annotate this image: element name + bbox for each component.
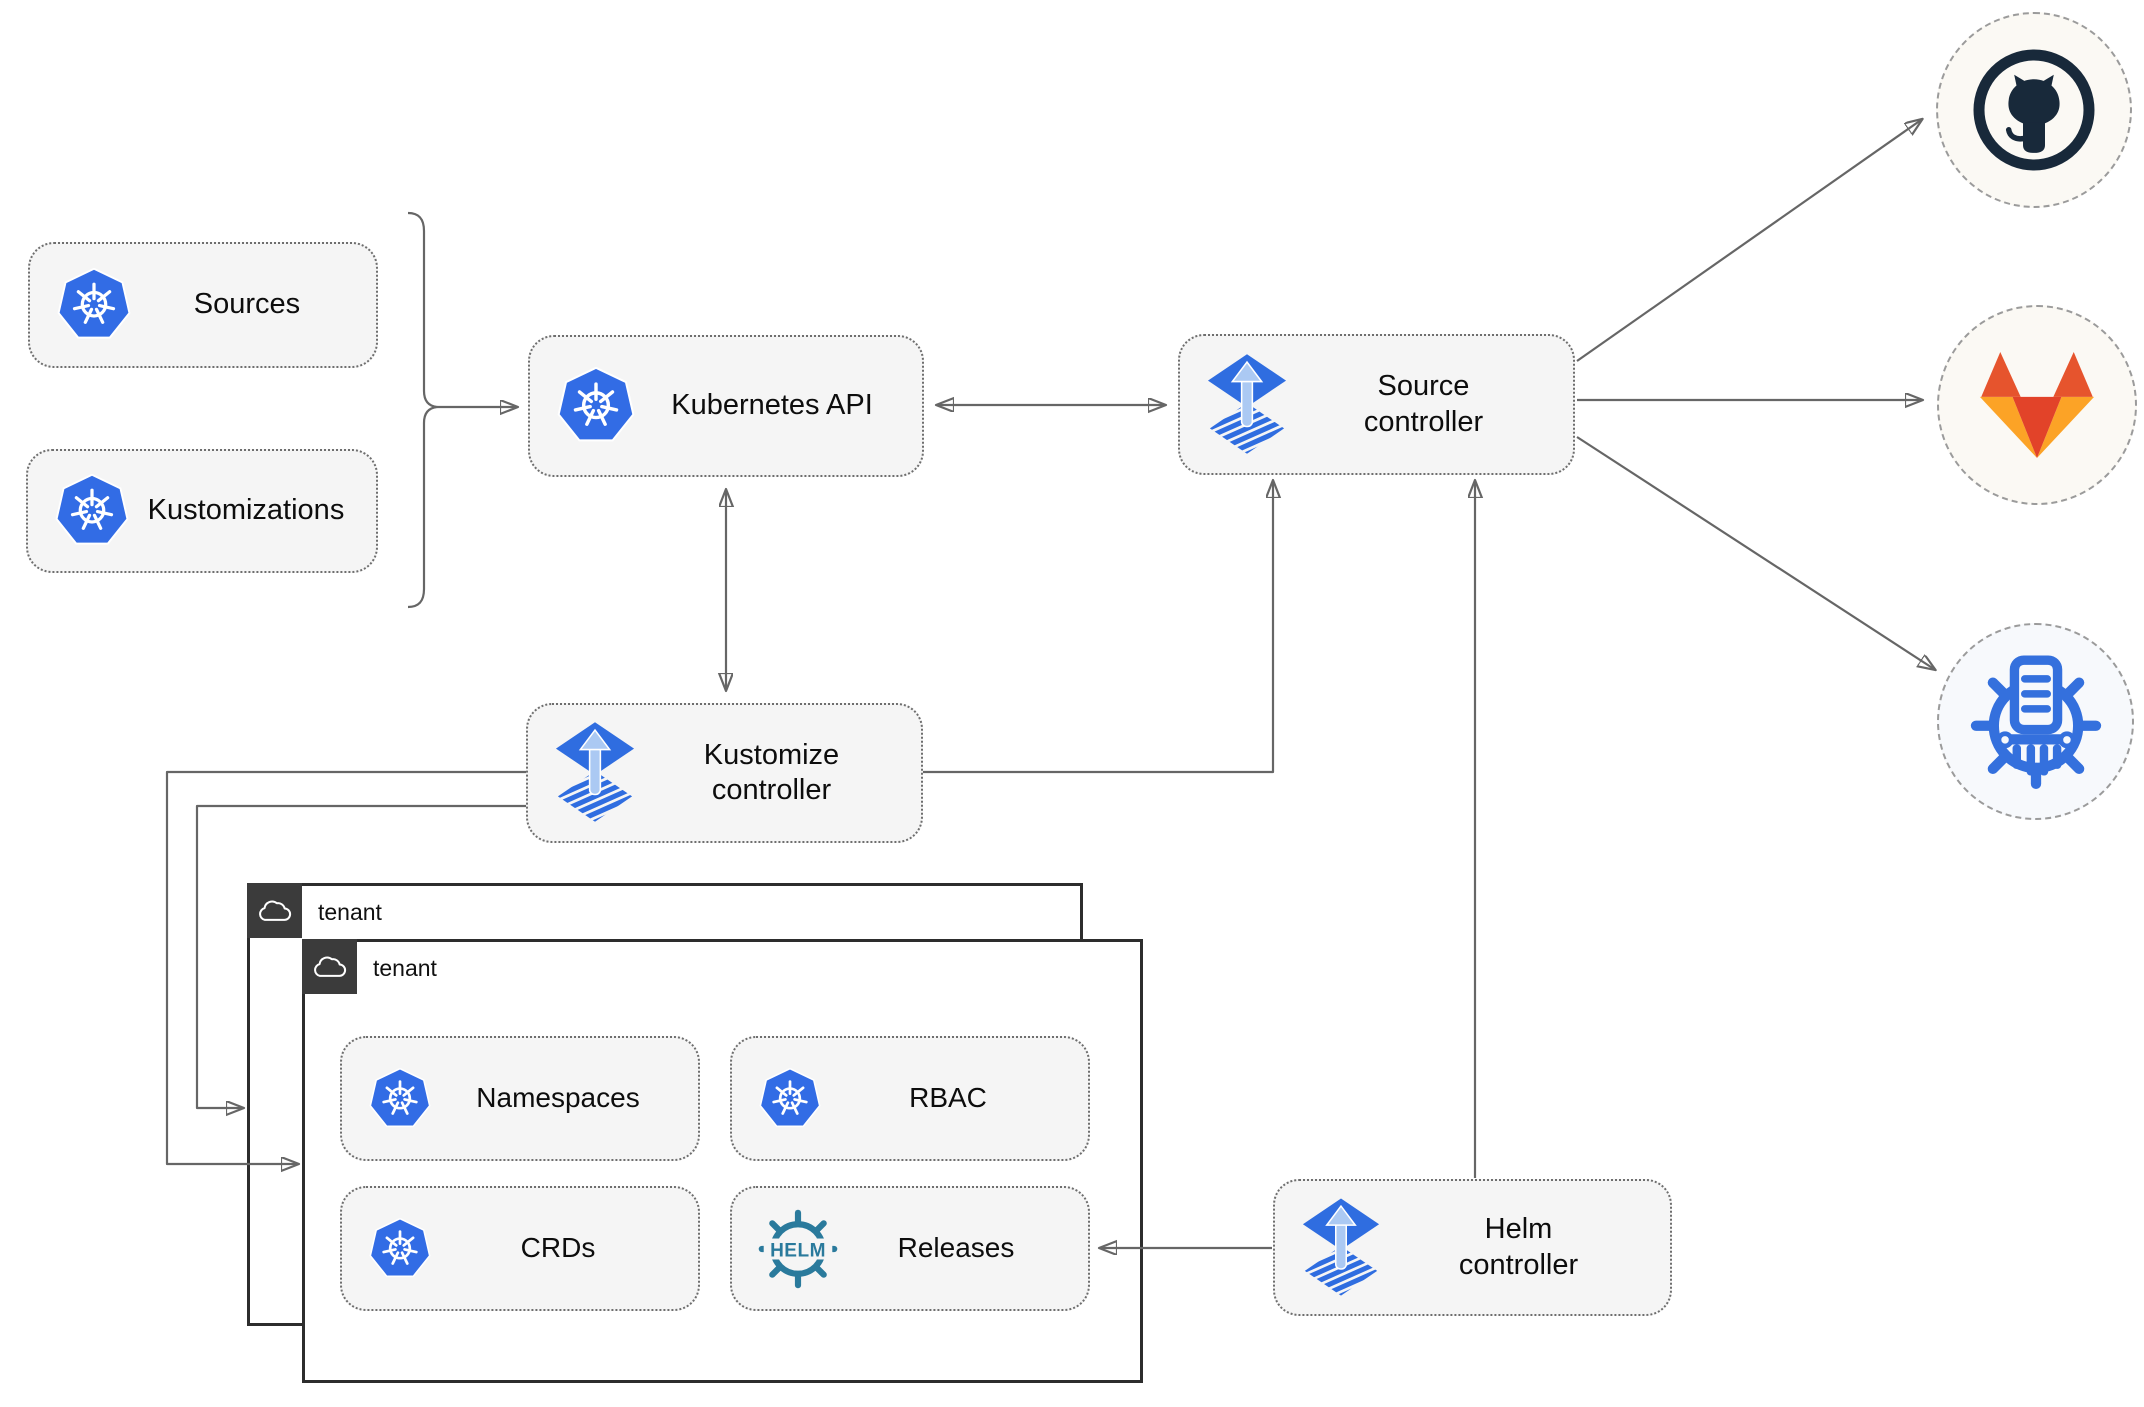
github-octocat-icon — [1973, 49, 2095, 171]
github-hub — [1936, 12, 2132, 208]
node-label: Kustomizations — [147, 494, 345, 527]
gitlab-hub — [1937, 305, 2137, 505]
kubernetes-icon — [369, 1067, 431, 1127]
kubernetes-icon — [55, 474, 129, 545]
node-label: Releases — [897, 1232, 1015, 1264]
cloud-icon — [313, 956, 346, 977]
node-crds: CRDs — [340, 1186, 700, 1311]
tenant-header — [302, 939, 357, 994]
node-source-controller: Source controller — [1178, 334, 1575, 475]
kubernetes-icon — [557, 367, 635, 442]
connector-source-controller-to-github — [1576, 120, 1921, 362]
cloud-icon — [258, 900, 291, 921]
kubernetes-icon — [57, 268, 131, 339]
node-label: CRDs — [520, 1232, 596, 1264]
chart-repository-icon — [1970, 654, 2101, 789]
helm-logo-text: HELM — [770, 1240, 826, 1261]
node-namespaces: Namespaces — [340, 1036, 700, 1161]
flux-icon — [1207, 353, 1287, 454]
node-label: Helm controller — [1458, 1213, 1579, 1281]
node-sources: Sources — [28, 242, 378, 368]
node-label: Kustomize controller — [703, 738, 840, 806]
node-kustomize-controller: Kustomize controller — [526, 703, 923, 843]
tenant-label: tenant — [318, 899, 382, 925]
node-label: RBAC — [909, 1082, 987, 1114]
flux-icon — [1302, 1197, 1380, 1296]
node-label: Kubernetes API — [671, 389, 873, 422]
bracket-sources-kustomizations — [407, 211, 439, 609]
node-releases: HELM Releases — [730, 1186, 1090, 1311]
chart-repository-hub — [1937, 623, 2134, 820]
tenant-box-front: tenant — [302, 939, 1143, 1383]
connector-kustomize-controller-to-source-controller — [923, 482, 1273, 774]
node-label: Namespaces — [476, 1082, 640, 1114]
tenant-header — [247, 883, 302, 938]
helm-icon: HELM — [758, 1209, 838, 1288]
node-label: Sources — [193, 288, 301, 321]
node-rbac: RBAC — [730, 1036, 1090, 1161]
node-kubernetes-api: Kubernetes API — [528, 335, 924, 477]
gitlab-tanuki-icon — [1979, 351, 2095, 459]
connector-source-controller-to-chart-repository — [1576, 436, 1934, 669]
kubernetes-icon — [369, 1217, 431, 1277]
flux-icon — [555, 722, 635, 822]
tenant-label: tenant — [373, 955, 437, 981]
node-helm-controller: Helm controller — [1273, 1179, 1672, 1316]
node-label: Source controller — [1363, 370, 1484, 438]
kubernetes-icon — [759, 1067, 821, 1127]
node-kustomizations: Kustomizations — [26, 449, 378, 573]
